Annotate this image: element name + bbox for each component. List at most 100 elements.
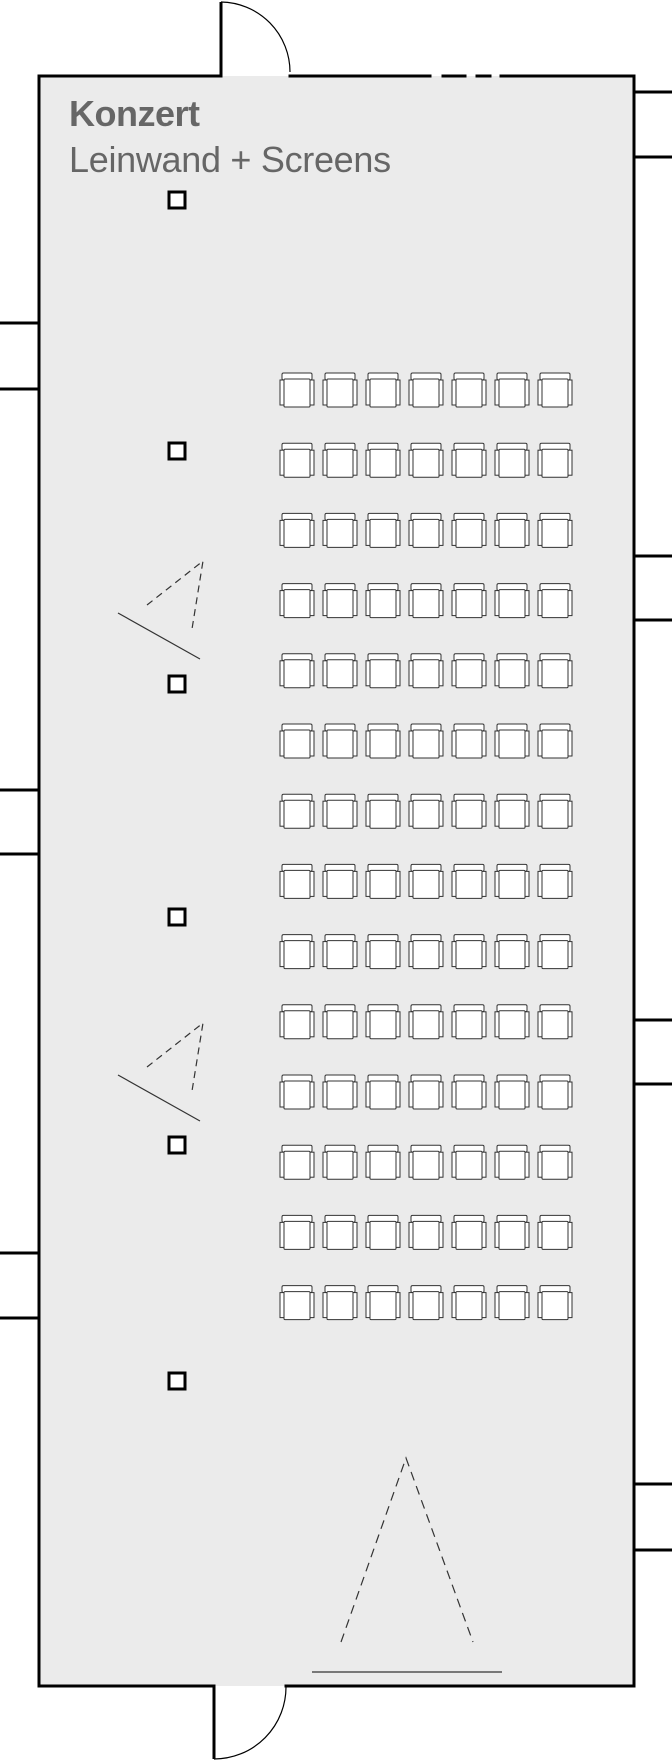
chair	[451, 934, 487, 970]
chair	[451, 372, 487, 408]
chair	[494, 512, 530, 548]
screen-projection	[312, 1456, 502, 1673]
chair	[322, 1074, 358, 1110]
chair	[537, 1144, 573, 1180]
seating-area	[279, 372, 573, 1321]
adjoining-walls	[0, 90, 672, 1552]
chair	[365, 1214, 401, 1250]
column-6	[167, 1371, 187, 1391]
chair	[537, 1285, 573, 1321]
column-4	[167, 907, 187, 927]
chair	[494, 863, 530, 899]
chair	[408, 1004, 444, 1040]
chair	[537, 1004, 573, 1040]
chair	[494, 1214, 530, 1250]
chair	[451, 1144, 487, 1180]
layout-title-main: Konzert	[69, 93, 200, 134]
chair	[537, 863, 573, 899]
chair	[279, 723, 315, 759]
chair	[408, 863, 444, 899]
chair	[322, 583, 358, 619]
projector-1	[117, 559, 204, 660]
chair	[322, 512, 358, 548]
chair	[279, 583, 315, 619]
chair	[537, 723, 573, 759]
chair	[494, 793, 530, 829]
chair	[537, 512, 573, 548]
chair	[279, 863, 315, 899]
chair	[365, 793, 401, 829]
projector-2	[117, 1021, 204, 1122]
chair	[537, 372, 573, 408]
chair	[322, 442, 358, 478]
chair	[451, 723, 487, 759]
chair	[537, 793, 573, 829]
chair	[408, 793, 444, 829]
column-1	[167, 190, 187, 210]
chair	[365, 863, 401, 899]
chair	[322, 723, 358, 759]
chair	[537, 1214, 573, 1250]
chair	[451, 1004, 487, 1040]
chair	[494, 372, 530, 408]
column-5	[167, 1135, 187, 1155]
chair	[537, 1074, 573, 1110]
chair	[365, 934, 401, 970]
chair	[537, 653, 573, 689]
chair	[451, 1285, 487, 1321]
chair	[365, 583, 401, 619]
chair	[408, 723, 444, 759]
chair	[322, 863, 358, 899]
chair	[322, 793, 358, 829]
chair	[494, 723, 530, 759]
chair	[279, 512, 315, 548]
chair	[279, 1214, 315, 1250]
chair	[279, 1004, 315, 1040]
chair	[537, 442, 573, 478]
chair	[322, 372, 358, 408]
projection-cone	[340, 1456, 474, 1643]
projectors	[117, 559, 204, 1122]
chair	[494, 653, 530, 689]
chair	[494, 1004, 530, 1040]
chair	[408, 1214, 444, 1250]
chair	[408, 372, 444, 408]
chair	[494, 442, 530, 478]
chair	[365, 1144, 401, 1180]
chair	[279, 1074, 315, 1110]
chair	[408, 653, 444, 689]
chair	[279, 442, 315, 478]
chair	[494, 1285, 530, 1321]
chair	[279, 1144, 315, 1180]
chair	[451, 863, 487, 899]
chair	[408, 1144, 444, 1180]
chair	[408, 934, 444, 970]
chair	[365, 653, 401, 689]
chair	[365, 1074, 401, 1110]
layout-title: Konzert Leinwand + Screens	[69, 96, 391, 178]
door-bottom	[212, 1685, 287, 1760]
chair	[408, 512, 444, 548]
chair	[365, 372, 401, 408]
chair	[322, 1144, 358, 1180]
layout-title-sub: Leinwand + Screens	[69, 139, 391, 180]
chair	[451, 653, 487, 689]
chair	[451, 583, 487, 619]
chair	[322, 653, 358, 689]
chair	[365, 1004, 401, 1040]
chair	[537, 934, 573, 970]
chair	[537, 583, 573, 619]
chair	[408, 1074, 444, 1110]
chair	[451, 1214, 487, 1250]
chair	[279, 934, 315, 970]
chair	[279, 653, 315, 689]
chair	[322, 934, 358, 970]
chair	[451, 512, 487, 548]
chair	[408, 442, 444, 478]
chair	[322, 1004, 358, 1040]
chair	[451, 793, 487, 829]
chair	[408, 583, 444, 619]
chair	[322, 1214, 358, 1250]
column-2	[167, 441, 187, 461]
